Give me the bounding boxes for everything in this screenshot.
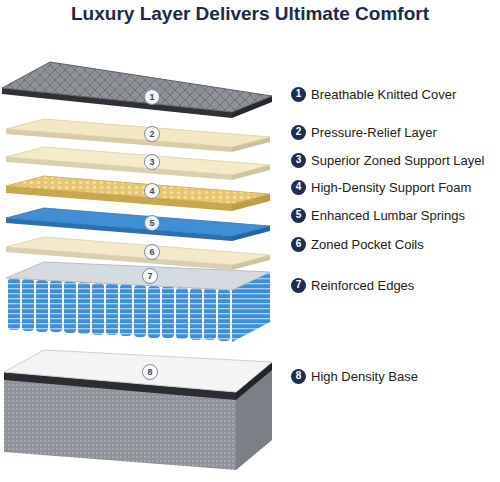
layer-name: Enhanced Lumbar Springs xyxy=(311,208,465,223)
coil xyxy=(22,279,34,331)
coil xyxy=(148,286,160,338)
callout-circle: 4 xyxy=(144,183,160,199)
egg-crate-layer xyxy=(6,176,270,211)
callout-circle: 6 xyxy=(144,244,160,260)
layer-top xyxy=(6,208,270,236)
coil xyxy=(36,280,48,332)
layer-list-item: 7 Reinforced Edges xyxy=(291,278,414,293)
layer-name: High Density Base xyxy=(311,369,418,384)
layer-name: Reinforced Edges xyxy=(311,278,414,293)
coil xyxy=(204,288,216,340)
callout-circle: 2 xyxy=(144,126,160,142)
coil xyxy=(134,285,146,337)
callout-number: 4 xyxy=(149,187,154,196)
callout-number: 6 xyxy=(149,248,154,257)
layer-list-item: 4 High-Density Support Foam xyxy=(291,180,471,195)
callout-number: 3 xyxy=(291,153,306,168)
layer-list-item: 8 High Density Base xyxy=(291,369,418,384)
callout-number: 4 xyxy=(291,180,306,195)
layer-name: Pressure-Relief Layer xyxy=(311,125,437,140)
callout-circle: 3 xyxy=(144,154,160,170)
callout-circle: 1 xyxy=(144,89,160,105)
callout-number: 1 xyxy=(291,87,306,102)
layer-top xyxy=(6,237,270,265)
title: Luxury Layer Delivers Ultimate Comfort xyxy=(0,3,500,25)
spring-layer xyxy=(6,262,270,342)
callout-number: 6 xyxy=(291,237,306,252)
comfort-layer xyxy=(6,119,270,152)
layer-name: Breathable Knitted Cover xyxy=(311,87,456,102)
callout-number: 1 xyxy=(149,93,154,102)
layer-list-item: 6 Zoned Pocket Coils xyxy=(291,237,424,252)
coil xyxy=(78,282,90,334)
cover-top xyxy=(2,62,272,112)
coil xyxy=(120,284,132,336)
coil xyxy=(8,278,20,330)
coil xyxy=(176,287,188,339)
callout-number: 3 xyxy=(149,158,154,167)
layer-top xyxy=(6,176,270,204)
support-layer xyxy=(6,147,270,180)
layer-top xyxy=(6,119,270,147)
callout-number: 2 xyxy=(149,130,154,139)
callout-number: 5 xyxy=(149,219,154,228)
callout-number: 5 xyxy=(291,208,306,223)
foam-layer xyxy=(6,237,270,270)
layer-name: Superior Zoned Support Layel xyxy=(311,153,484,168)
coil xyxy=(162,286,174,338)
callout-circle: 5 xyxy=(144,215,160,231)
cover-layer xyxy=(2,62,272,118)
layer-list-item: 1 Breathable Knitted Cover xyxy=(291,87,456,102)
coil xyxy=(64,281,76,333)
layer-name: High-Density Support Foam xyxy=(311,180,471,195)
callout-number: 7 xyxy=(291,278,306,293)
base-top xyxy=(4,350,272,392)
lumbar-layer xyxy=(6,208,270,241)
callout-number: 7 xyxy=(147,272,152,281)
callout-number: 8 xyxy=(291,369,306,384)
callout-number: 8 xyxy=(147,368,152,377)
coil xyxy=(50,280,62,332)
layer-name: Zoned Pocket Coils xyxy=(311,237,424,252)
coil xyxy=(218,289,230,341)
coil xyxy=(106,283,118,335)
coil xyxy=(92,283,104,335)
callout-number: 2 xyxy=(291,125,306,140)
layer-list-item: 2 Pressure-Relief Layer xyxy=(291,125,437,140)
layer-list-item: 5 Enhanced Lumbar Springs xyxy=(291,208,465,223)
layer-list-item: 3 Superior Zoned Support Layel xyxy=(291,153,484,168)
callout-circle: 7 xyxy=(142,268,158,284)
coil xyxy=(190,288,202,340)
callout-circle: 8 xyxy=(142,364,158,380)
base-layer xyxy=(4,350,272,470)
